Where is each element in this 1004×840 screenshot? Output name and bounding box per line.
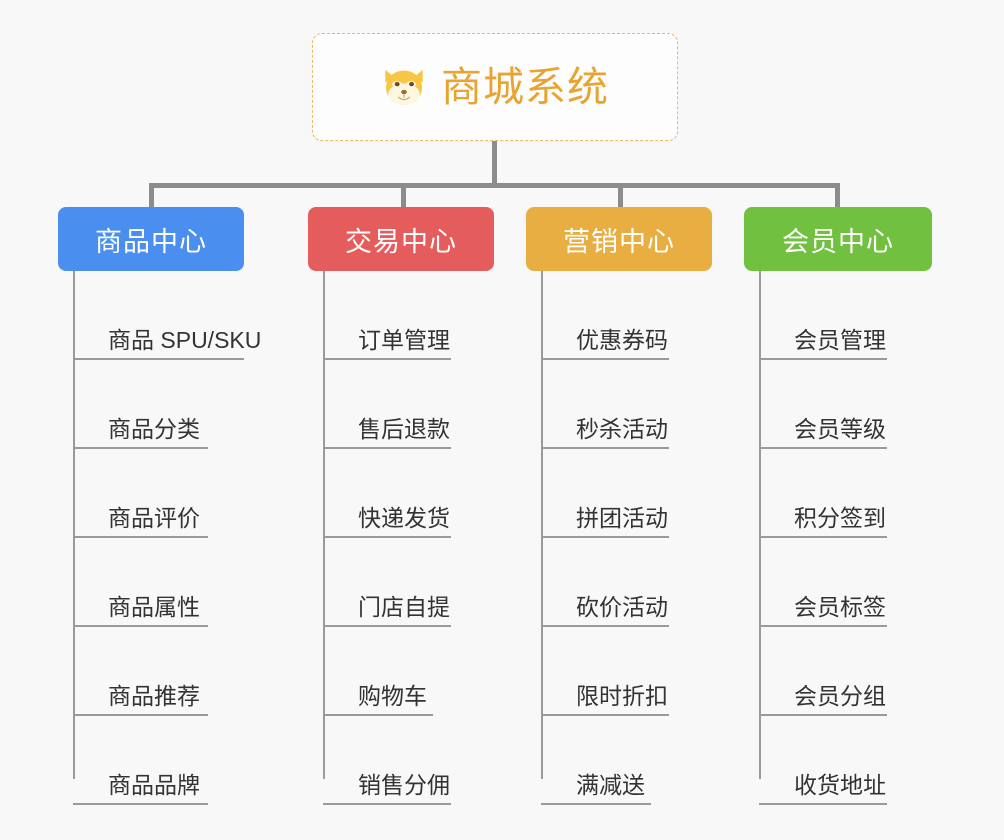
root-node-mall-system[interactable]: 商城系统 [312,33,678,141]
leaf-item[interactable]: 秒杀活动 [541,360,712,449]
leaf-list-trade: 订单管理 售后退款 快递发货 门店自提 购物车 销售分佣 [323,271,494,805]
shiba-dog-face-icon [385,69,423,108]
leaf-label: 商品评价 [108,504,200,531]
leaf-label: 购物车 [358,682,427,709]
leaf-label: 积分签到 [794,504,886,531]
branch-card-member[interactable]: 会员中心 [744,207,932,271]
leaf-item[interactable]: 砍价活动 [541,538,712,627]
leaf-label: 销售分佣 [358,771,450,798]
leaf-item[interactable]: 满减送 [541,716,712,805]
leaf-label: 售后退款 [358,415,450,442]
leaf-item[interactable]: 商品属性 [73,538,244,627]
leaf-label: 商品品牌 [108,771,200,798]
root-node-title: 商城系统 [441,63,609,110]
leaf-label: 商品属性 [108,593,200,620]
branch-column-member: 会员中心 会员管理 会员等级 积分签到 会员标签 会员分组 收货地址 [744,207,932,805]
branch-card-label: 商品中心 [95,226,207,257]
connector-drop-branch-2 [618,183,623,207]
leaf-label: 订单管理 [358,326,450,353]
leaf-item[interactable]: 购物车 [323,627,494,716]
leaf-item[interactable]: 商品评价 [73,449,244,538]
leaf-label: 会员管理 [794,326,886,353]
connector-horizontal-bus [149,183,839,188]
leaf-label: 快递发货 [358,504,450,531]
leaf-label: 拼团活动 [576,504,668,531]
connector-drop-branch-0 [149,183,154,207]
leaf-label: 优惠券码 [576,326,668,353]
leaf-list-member: 会员管理 会员等级 积分签到 会员标签 会员分组 收货地址 [759,271,932,805]
branch-card-label: 营销中心 [563,226,675,257]
leaf-label: 砍价活动 [576,593,668,620]
leaf-label: 商品推荐 [108,682,200,709]
leaf-item[interactable]: 优惠券码 [541,271,712,360]
branch-card-product[interactable]: 商品中心 [58,207,244,271]
leaf-item[interactable]: 商品分类 [73,360,244,449]
leaf-label: 会员等级 [794,415,886,442]
leaf-item[interactable]: 售后退款 [323,360,494,449]
connector-drop-branch-3 [835,183,840,207]
leaf-item[interactable]: 收货地址 [759,716,932,805]
leaf-label: 会员分组 [794,682,886,709]
branch-column-marketing: 营销中心 优惠券码 秒杀活动 拼团活动 砍价活动 限时折扣 满减送 [526,207,712,805]
leaf-label: 商品分类 [108,415,200,442]
leaf-label: 满减送 [576,771,645,798]
leaf-item[interactable]: 商品品牌 [73,716,244,805]
leaf-item[interactable]: 拼团活动 [541,449,712,538]
leaf-item[interactable]: 快递发货 [323,449,494,538]
leaf-item[interactable]: 积分签到 [759,449,932,538]
connector-root-stem [492,141,497,185]
leaf-item[interactable]: 门店自提 [323,538,494,627]
leaf-list-marketing: 优惠券码 秒杀活动 拼团活动 砍价活动 限时折扣 满减送 [541,271,712,805]
connector-drop-branch-1 [401,183,406,207]
leaf-label: 商品 SPU/SKU [108,326,262,353]
leaf-item[interactable]: 订单管理 [323,271,494,360]
leaf-label: 会员标签 [794,593,886,620]
branch-column-trade: 交易中心 订单管理 售后退款 快递发货 门店自提 购物车 销售分佣 [308,207,494,805]
leaf-item[interactable]: 会员标签 [759,538,932,627]
branch-card-trade[interactable]: 交易中心 [308,207,494,271]
branch-card-marketing[interactable]: 营销中心 [526,207,712,271]
leaf-item[interactable]: 会员分组 [759,627,932,716]
leaf-list-product: 商品 SPU/SKU 商品分类 商品评价 商品属性 商品推荐 商品品牌 [73,271,261,805]
leaf-label: 秒杀活动 [576,415,668,442]
branch-card-label: 会员中心 [782,226,894,257]
leaf-label: 收货地址 [794,771,886,798]
leaf-item[interactable]: 会员管理 [759,271,932,360]
leaf-item[interactable]: 销售分佣 [323,716,494,805]
leaf-label: 限时折扣 [576,682,668,709]
leaf-item[interactable]: 商品 SPU/SKU [73,271,261,360]
branch-column-product: 商品中心 商品 SPU/SKU 商品分类 商品评价 商品属性 商品推荐 商品品牌 [58,207,261,805]
leaf-item[interactable]: 会员等级 [759,360,932,449]
branch-card-label: 交易中心 [345,226,457,257]
leaf-item[interactable]: 限时折扣 [541,627,712,716]
leaf-label: 门店自提 [358,593,450,620]
leaf-item[interactable]: 商品推荐 [73,627,244,716]
